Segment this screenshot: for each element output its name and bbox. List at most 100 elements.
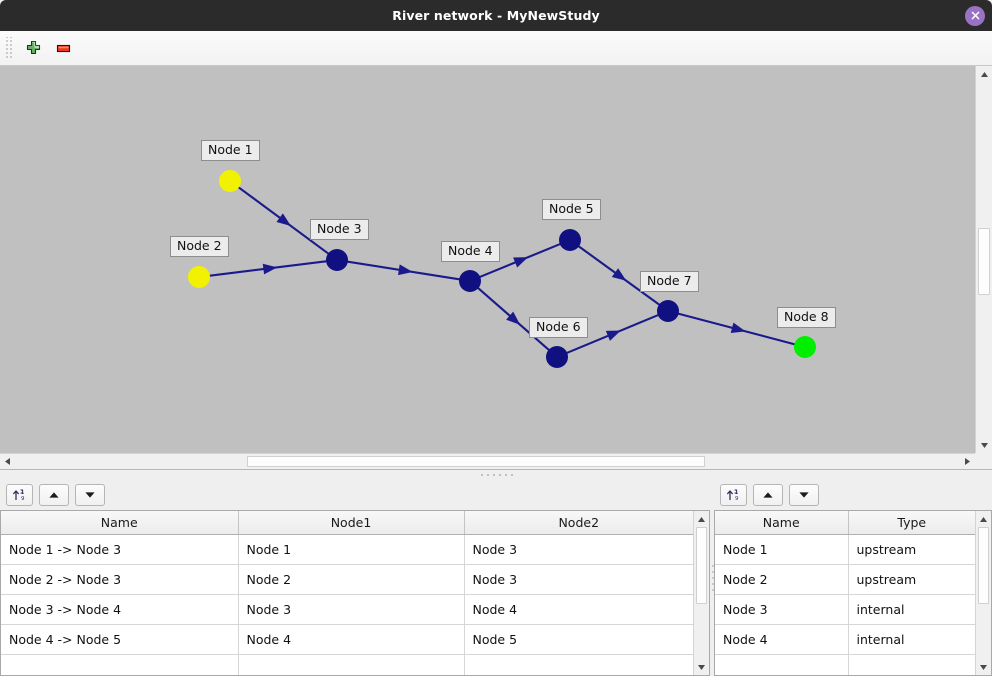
nodes-cell[interactable]: upstream: [848, 534, 975, 565]
node-label-node4[interactable]: Node 4: [441, 241, 500, 262]
reaches-scroll-track[interactable]: [694, 527, 709, 659]
reaches-cell[interactable]: Node 1: [238, 534, 465, 565]
nodes-column-header[interactable]: Name: [715, 511, 849, 535]
nodes-cell[interactable]: upstream: [848, 564, 975, 595]
add-node-button[interactable]: [18, 33, 48, 63]
reaches-toolbar: 9 1: [0, 480, 710, 510]
nodes-cell[interactable]: Node 1: [715, 534, 849, 565]
node-label-node5[interactable]: Node 5: [542, 199, 601, 220]
reaches-cell[interactable]: Node 5: [464, 624, 693, 655]
reaches-move-down-button[interactable]: [75, 484, 105, 506]
nodes-toolbar: 9 1: [714, 480, 992, 510]
node-node8[interactable]: [794, 336, 816, 358]
panes-splitter[interactable]: [710, 480, 714, 676]
reaches-column-header[interactable]: Node2: [464, 511, 693, 535]
node-node1[interactable]: [219, 170, 241, 192]
reaches-empty-cell: [1, 654, 239, 675]
reaches-cell[interactable]: Node 4 -> Node 5: [1, 624, 239, 655]
nodes-cell[interactable]: Node 3: [715, 594, 849, 625]
node-node6[interactable]: [546, 346, 568, 368]
nodes-cell[interactable]: Node 4: [715, 624, 849, 655]
node-label-node1[interactable]: Node 1: [201, 140, 260, 161]
vertical-scroll-thumb[interactable]: [978, 227, 990, 295]
nodes-empty-cell: [848, 654, 975, 675]
reaches-cell[interactable]: Node 3: [464, 564, 693, 595]
reaches-column-header[interactable]: Node1: [238, 511, 465, 535]
reaches-cell[interactable]: Node 3: [238, 594, 465, 625]
node-node5[interactable]: [559, 229, 581, 251]
reaches-empty-row[interactable]: [1, 654, 693, 675]
nodes-scroll-thumb[interactable]: [978, 527, 989, 604]
scroll-left-icon[interactable]: [0, 454, 15, 469]
reaches-sort-button[interactable]: 9 1: [6, 484, 33, 506]
edge-arrow-icon: [276, 213, 291, 227]
node-node3[interactable]: [326, 249, 348, 271]
reaches-cell[interactable]: Node 2: [238, 564, 465, 595]
reaches-move-up-button[interactable]: [39, 484, 69, 506]
nodes-scroll-track[interactable]: [976, 527, 991, 659]
delete-node-button[interactable]: [48, 33, 78, 63]
node-label-node2[interactable]: Node 2: [170, 236, 229, 257]
nodes-cell[interactable]: internal: [848, 594, 975, 625]
reaches-scroll-thumb[interactable]: [696, 527, 707, 604]
node-label-node6[interactable]: Node 6: [529, 317, 588, 338]
reaches-cell[interactable]: Node 1 -> Node 3: [1, 534, 239, 565]
network-canvas[interactable]: Node 1 Node 2 Node 3 Node 4 Node 5 Node 6 Node…: [0, 66, 975, 453]
horizontal-scroll-track[interactable]: [15, 454, 960, 469]
nodes-scroll-up-icon[interactable]: [976, 511, 991, 527]
node-label-node8[interactable]: Node 8: [777, 307, 836, 328]
reaches-scroll-up-icon[interactable]: [694, 511, 709, 527]
nodes-move-down-button[interactable]: [789, 484, 819, 506]
diagram-horizontal-scrollbar[interactable]: [0, 453, 975, 469]
node-label-node3[interactable]: Node 3: [310, 219, 369, 240]
node-node7[interactable]: [657, 300, 679, 322]
reaches-scroll-down-icon[interactable]: [694, 659, 709, 675]
reaches-cell[interactable]: Node 3 -> Node 4: [1, 594, 239, 625]
reaches-cell[interactable]: Node 2 -> Node 3: [1, 564, 239, 595]
node-node4[interactable]: [459, 270, 481, 292]
edge-arrow-icon: [605, 330, 621, 341]
nodes-sort-button[interactable]: 9 1: [720, 484, 747, 506]
nodes-cell[interactable]: Node 2: [715, 564, 849, 595]
node-label-node7[interactable]: Node 7: [640, 271, 699, 292]
scroll-right-icon[interactable]: [960, 454, 975, 469]
vertical-scroll-track[interactable]: [976, 82, 992, 437]
reaches-cell[interactable]: Node 4: [238, 624, 465, 655]
reaches-cell[interactable]: Node 3: [464, 534, 693, 565]
panes-splitter-grip-icon: [710, 563, 714, 593]
nodes-empty-row[interactable]: [715, 654, 975, 675]
network-graph: [188, 170, 816, 368]
panel-splitter[interactable]: [0, 469, 992, 480]
nodes-move-up-button[interactable]: [753, 484, 783, 506]
toolbar-drag-handle[interactable]: [5, 37, 12, 59]
reaches-empty-cell: [238, 654, 465, 675]
scroll-up-icon[interactable]: [976, 66, 992, 82]
reaches-cell[interactable]: Node 4: [464, 594, 693, 625]
nodes-cell[interactable]: internal: [848, 624, 975, 655]
nodes-vertical-scrollbar[interactable]: [975, 511, 991, 675]
reaches-vertical-scrollbar[interactable]: [693, 511, 709, 675]
diagram-vertical-scrollbar[interactable]: [975, 66, 992, 453]
nodes-scroll-down-icon[interactable]: [976, 659, 991, 675]
node-node2[interactable]: [188, 266, 210, 288]
svg-text:1: 1: [735, 490, 739, 496]
reaches-column-header[interactable]: Name: [1, 511, 239, 535]
close-icon[interactable]: [965, 5, 985, 26]
scroll-down-icon[interactable]: [976, 437, 992, 453]
horizontal-scroll-thumb[interactable]: [246, 456, 705, 467]
nodes-column-header[interactable]: Type: [848, 511, 975, 535]
